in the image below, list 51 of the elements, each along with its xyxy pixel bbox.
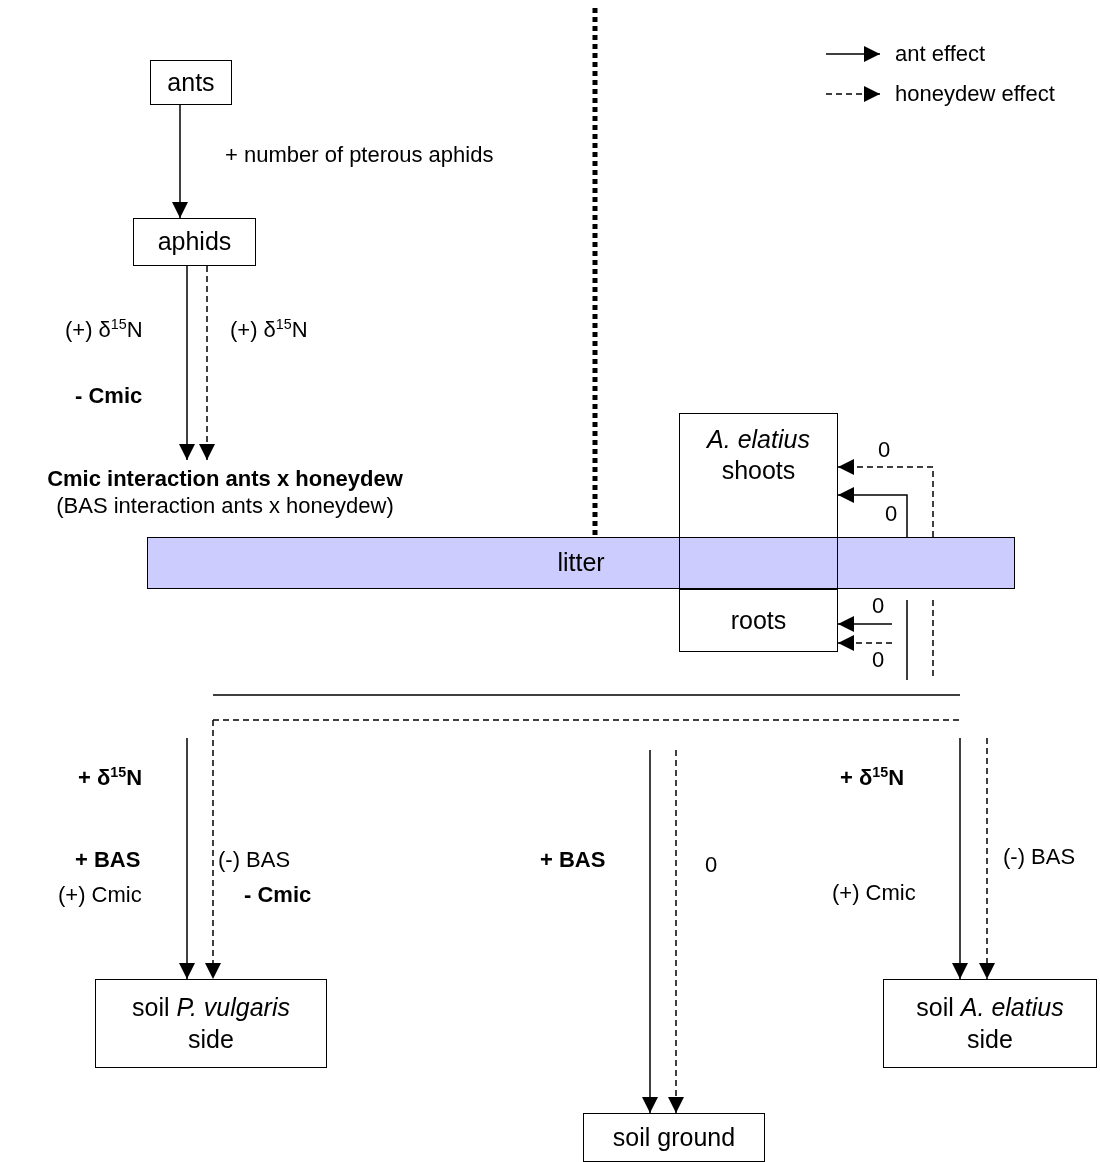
effect-label: (+) Cmic xyxy=(832,881,916,906)
arrow xyxy=(199,265,215,461)
arrow xyxy=(837,616,893,632)
edge-label: 0 xyxy=(878,438,891,463)
effect-label: - Cmic xyxy=(244,883,312,908)
node-text: (BAS interaction ants x honeydew) xyxy=(56,492,394,520)
arrow xyxy=(172,104,188,219)
box-label: soil A. elatius side xyxy=(915,992,1065,1055)
process-box xyxy=(883,979,1097,1068)
process-box xyxy=(583,1113,765,1162)
box-label: litter xyxy=(557,547,605,579)
arrow xyxy=(205,719,221,980)
process-box xyxy=(133,218,256,266)
arrow xyxy=(952,737,968,980)
arrow xyxy=(837,459,934,538)
effect-label: + δ$^{15}$N xyxy=(78,766,143,791)
process-box xyxy=(150,60,232,105)
effect-label: (-) BAS xyxy=(218,848,291,873)
box-label: soil ground xyxy=(612,1121,736,1153)
arrow xyxy=(837,487,908,538)
legend-label: ant effect xyxy=(895,42,986,67)
arrow xyxy=(668,749,684,1114)
effect-label: (+) Cmic xyxy=(58,883,142,908)
edge-label: + BAS xyxy=(540,848,606,873)
edge-label: 0 xyxy=(885,502,898,527)
edge-label: (-) BAS xyxy=(1003,845,1076,870)
effect-label: + δ$^{15}$N xyxy=(840,766,905,791)
effect-label: - Cmic xyxy=(75,384,143,409)
arrow xyxy=(642,749,658,1114)
arrow xyxy=(179,265,195,461)
arrow xyxy=(179,737,195,980)
node-text: Cmic interaction ants x honeydew xyxy=(47,464,403,492)
effect-label: + BAS xyxy=(75,848,141,873)
arrow xyxy=(979,737,995,980)
process-box xyxy=(679,589,838,652)
edge-label: (+) δ$^{15}$N xyxy=(230,318,308,343)
edge-label: 0 xyxy=(872,594,885,619)
legend-label: honeydew effect xyxy=(895,82,1055,107)
edge-label: 0 xyxy=(705,853,718,878)
box-label: soil P. vulgaris side xyxy=(131,992,291,1055)
box-label: roots xyxy=(730,604,787,636)
plant-box xyxy=(679,413,838,589)
process-box xyxy=(95,979,327,1068)
box-label: ants xyxy=(167,66,215,98)
litter-band xyxy=(147,537,1015,589)
arrow xyxy=(837,635,893,651)
edge-label: + number of pterous aphids xyxy=(225,143,494,168)
box-label: aphids xyxy=(157,226,232,258)
effect-label: (+) δ$^{15}$N xyxy=(65,318,143,343)
box-label: A. elatius shoots xyxy=(705,424,811,487)
edge-label: 0 xyxy=(872,648,885,673)
